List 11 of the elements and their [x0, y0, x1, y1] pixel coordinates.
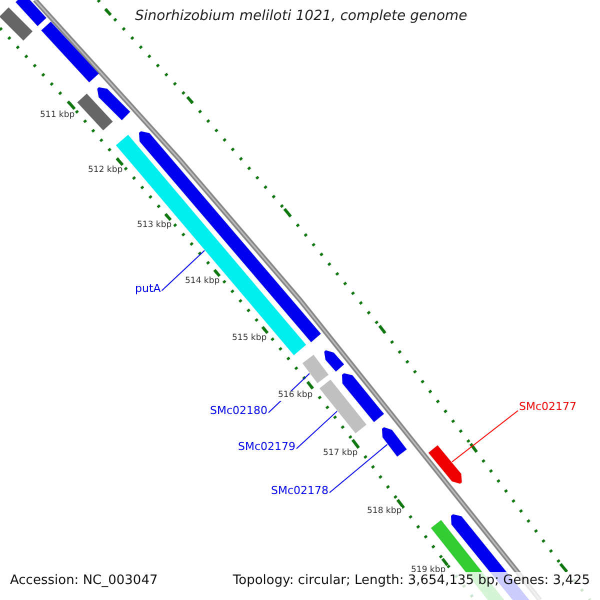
scale-label: 516 kbp [278, 391, 313, 401]
scale-label: 514 kbp [185, 277, 220, 287]
scale-label: 518 kbp [367, 507, 402, 517]
scale-label: 512 kbp [88, 166, 123, 176]
info-text: Accession: NC_003047 [10, 574, 158, 589]
scale-label: 515 kbp [232, 334, 267, 344]
title: Sinorhizobium meliloti 1021, complete genome [135, 8, 468, 24]
scale-label: 517 kbp [323, 449, 358, 459]
info-text: Topology: circular; Length: 3,654,135 bp; Genes: 3,425 [232, 574, 590, 589]
scale-label: 513 kbp [137, 221, 172, 231]
scale-label: 511 kbp [40, 111, 75, 121]
